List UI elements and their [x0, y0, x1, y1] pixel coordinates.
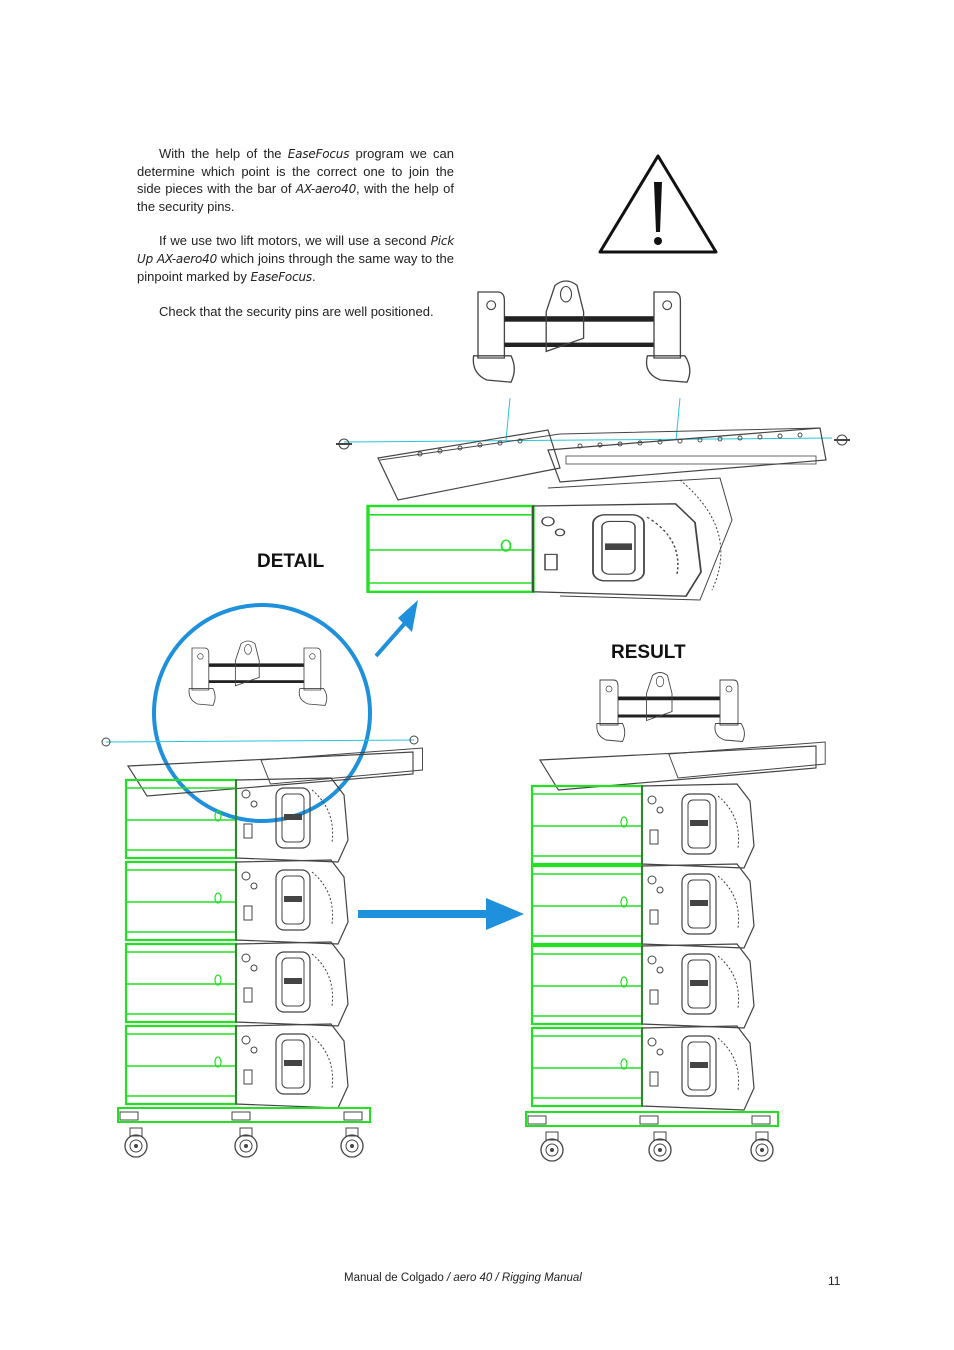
footer-title: Manual de Colgado / aero 40 / Rigging Ma…: [344, 1272, 582, 1284]
p1-text-a: With the help of the: [159, 146, 288, 161]
p2-brand-easefocus: EaseFocus: [250, 270, 312, 284]
paragraph-1: With the help of the EaseFocus program w…: [137, 145, 454, 215]
p2-text-a: If we use two lift motors, we will use a…: [159, 233, 431, 248]
speaker-stack-left: [101, 640, 424, 1158]
result-label: RESULT: [611, 642, 686, 663]
arrow-right-icon: [358, 898, 524, 930]
paragraph-2: If we use two lift motors, we will use a…: [137, 232, 454, 286]
p2-text-b: which joins through the same way to the …: [137, 251, 454, 284]
arrow-up-right-icon: [374, 600, 418, 658]
footer-text-b: / aero 40 /: [446, 1272, 502, 1284]
instructions-text: With the help of the EaseFocus program w…: [137, 145, 454, 337]
warning-icon: [598, 154, 718, 254]
paragraph-3: Check that the security pins are well po…: [159, 304, 434, 319]
p1-brand-ax-aero40: AX-aero40: [295, 182, 357, 196]
detail-close-up-drawing: [336, 280, 850, 601]
security-pin-right-icon: [834, 434, 850, 446]
footer-text-a: Manual de Colgado: [344, 1272, 447, 1284]
p1-text-c: , with the help of the security pins.: [137, 181, 455, 214]
security-pin-left-icon: [336, 438, 352, 450]
footer-text-c: Rigging Manual: [501, 1272, 582, 1284]
p1-brand-easefocus: EaseFocus: [287, 147, 350, 161]
detail-highlight-circle: [152, 603, 372, 823]
p2-brand-pickup: Pick Up AX-aero40: [137, 234, 454, 266]
detail-label: DETAIL: [257, 551, 325, 572]
page-number: 11: [828, 1274, 841, 1288]
p1-text-b: program we can determine which point is …: [137, 146, 455, 196]
speaker-stack-right: [525, 672, 826, 1162]
p2-text-c: .: [311, 269, 316, 284]
